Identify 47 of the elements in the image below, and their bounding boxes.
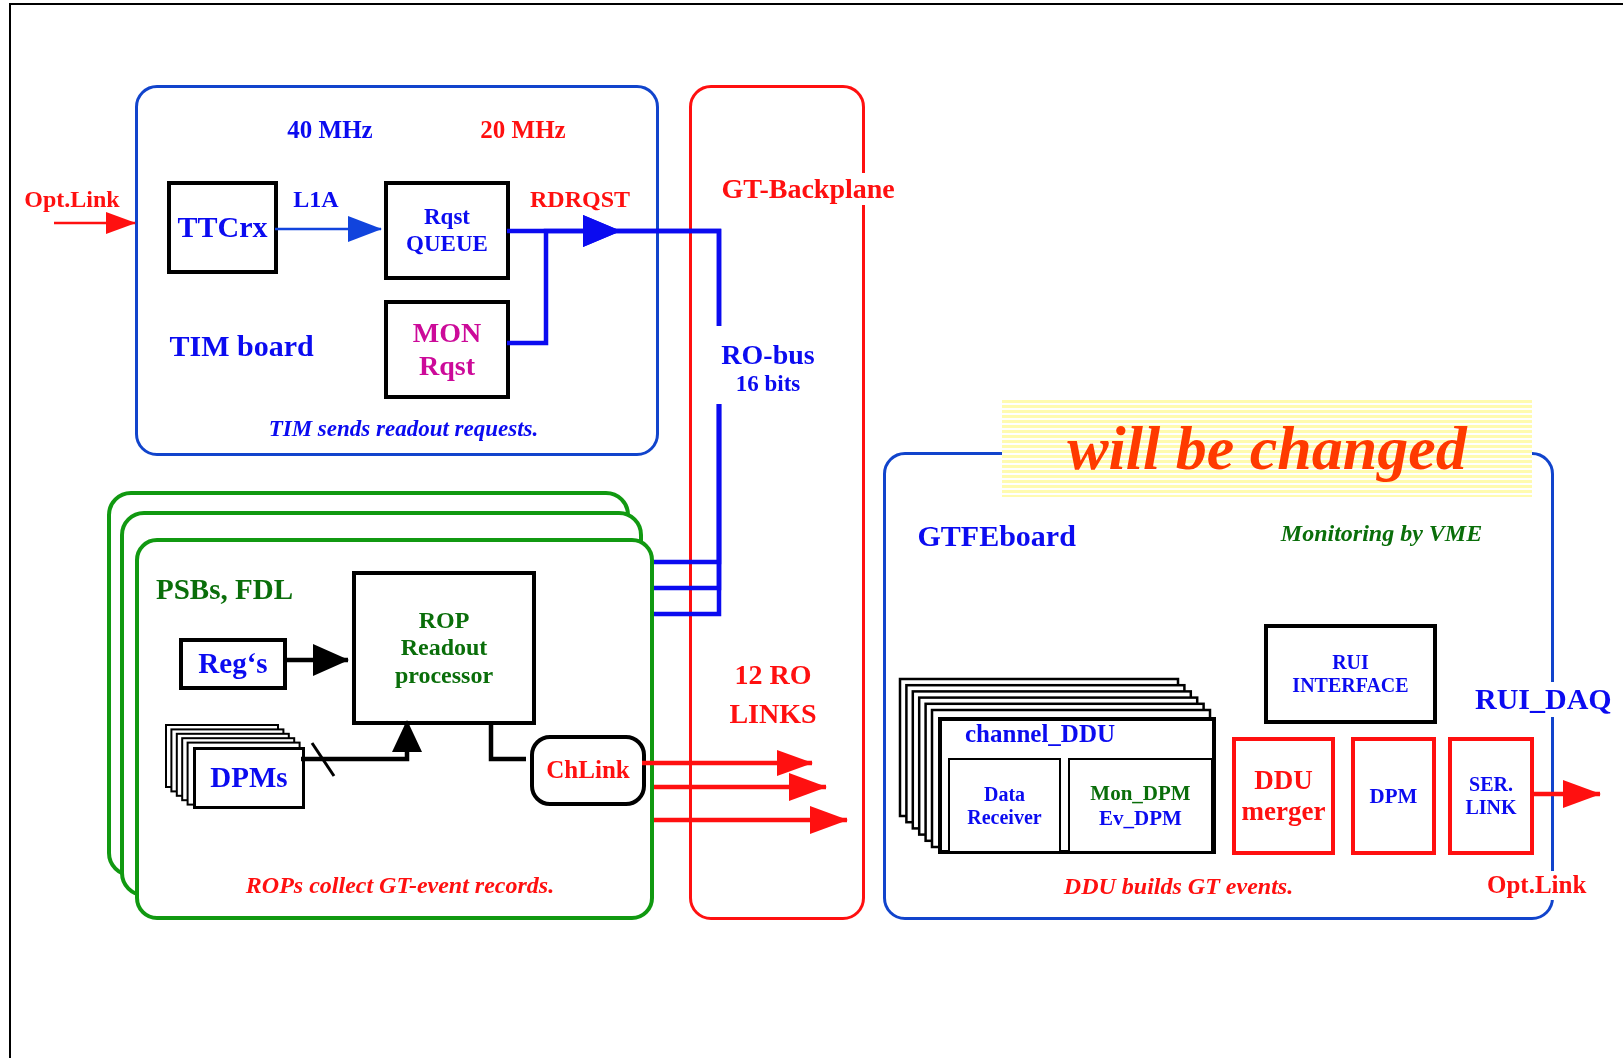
frequency-label: 40 MHz bbox=[286, 116, 374, 145]
node-label: RUI INTERFACE bbox=[1291, 651, 1410, 697]
warning-banner: will be changed bbox=[1002, 400, 1532, 497]
caption-text: ROPs collect GT-event records. bbox=[244, 872, 556, 900]
module-box bbox=[1068, 758, 1213, 853]
node-label: DPMs bbox=[210, 761, 288, 795]
node-label: Ev_DPM bbox=[1099, 805, 1182, 830]
caption-text: TIM sends readout requests. bbox=[267, 415, 540, 442]
memory-box bbox=[193, 747, 305, 809]
board-panel bbox=[135, 538, 654, 920]
node-label: DDU merger bbox=[1240, 764, 1327, 828]
node-label: ROP Readout processor bbox=[393, 606, 495, 690]
link-label: Opt.Link bbox=[1487, 871, 1587, 900]
node-label: RO-bus bbox=[721, 338, 815, 371]
heading-text: GTFEboard bbox=[917, 518, 1077, 553]
processor-box bbox=[352, 571, 536, 725]
node-label: MON Rqst bbox=[411, 317, 483, 382]
node-label: TTCrx bbox=[177, 210, 268, 245]
memory-box bbox=[1351, 737, 1436, 855]
node-label: Rqst QUEUE bbox=[405, 204, 489, 257]
heading-text: channel_DDU bbox=[965, 720, 1116, 749]
channel-box bbox=[938, 717, 1216, 854]
link-box bbox=[1448, 737, 1534, 855]
node-label: Data Receiver bbox=[966, 782, 1043, 829]
heading-text: PSBs, FDL bbox=[156, 573, 294, 607]
node-label: Reg‘s bbox=[198, 647, 268, 681]
link-count-label: 12 RO LINKS bbox=[728, 657, 818, 731]
board-panel bbox=[135, 85, 659, 456]
register-box bbox=[179, 638, 287, 690]
module-box bbox=[948, 758, 1061, 853]
output-label: RUI_DAQ bbox=[1475, 682, 1612, 717]
node-label: Mon_DPM bbox=[1090, 781, 1191, 806]
process-box bbox=[167, 181, 278, 274]
merger-box bbox=[1232, 737, 1335, 855]
heading-text: TIM board bbox=[169, 328, 315, 363]
caption-text: DDU builds GT events. bbox=[1062, 872, 1295, 901]
process-box bbox=[384, 181, 510, 280]
process-box bbox=[384, 300, 510, 399]
node-label: DPM bbox=[1369, 783, 1418, 809]
link-box bbox=[530, 735, 646, 806]
interface-box bbox=[1264, 624, 1437, 724]
node-label: SER. LINK bbox=[1464, 773, 1518, 819]
heading-text: GT-Backplane bbox=[721, 172, 895, 205]
node-label: 16 bits bbox=[735, 370, 801, 398]
frequency-label: 20 MHz bbox=[479, 116, 567, 145]
caption-text: Monitoring by VME bbox=[1279, 519, 1484, 548]
node-label: ChLink bbox=[546, 756, 630, 785]
